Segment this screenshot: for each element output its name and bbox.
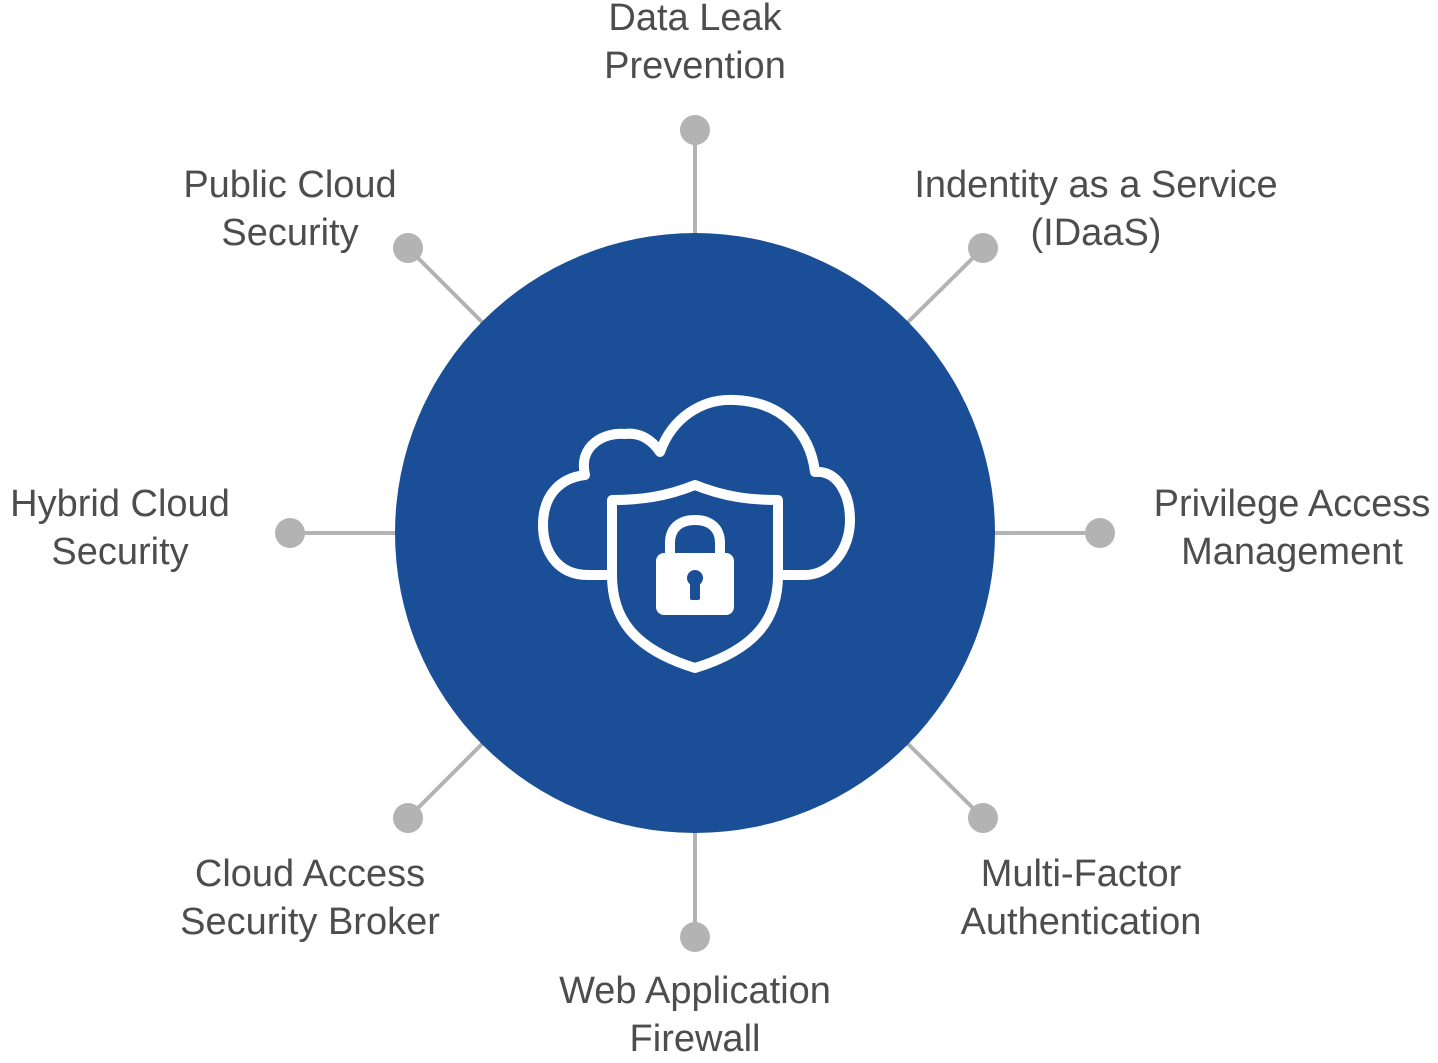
node-dot-data-leak-prevention <box>680 115 710 145</box>
connector-public-cloud-security <box>406 246 492 332</box>
label-line: Hybrid Cloud <box>10 483 230 525</box>
label-web-application-firewall: Web Application Firewall <box>535 967 855 1063</box>
label-idaas: Indentity as a Service (IDaaS) <box>886 161 1306 257</box>
label-hybrid-cloud-security: Hybrid Cloud Security <box>0 480 240 576</box>
label-line: Prevention <box>604 45 786 87</box>
lock-shackle-icon <box>665 515 725 560</box>
label-line: Web Application <box>559 970 831 1012</box>
label-line: Security Broker <box>180 901 440 943</box>
label-line: (IDaaS) <box>1030 212 1162 254</box>
node-dots <box>275 115 1115 952</box>
keyhole-slot-icon <box>690 580 700 600</box>
label-line: Public Cloud <box>183 164 397 206</box>
shield-icon <box>607 480 783 673</box>
label-line: Privilege Access <box>1153 483 1431 525</box>
connectors <box>290 130 1100 937</box>
node-dot-cloud-access-security-broker <box>393 803 423 833</box>
central-hub <box>395 233 995 833</box>
node-dot-multi-factor-authentication <box>968 803 998 833</box>
label-line: Authentication <box>960 901 1202 943</box>
label-line: Multi-Factor <box>980 853 1182 895</box>
label-line: Cloud Access <box>194 853 426 895</box>
cloud-shield-lock-icon <box>538 394 855 673</box>
node-dot-privilege-access-management <box>1085 518 1115 548</box>
label-privilege-access-management: Privilege Access Management <box>1142 480 1438 576</box>
connector-cloud-access-security-broker <box>406 734 492 820</box>
node-dot-idaas <box>968 233 998 263</box>
connector-multi-factor-authentication <box>898 734 985 820</box>
label-line: Management <box>1181 531 1403 573</box>
cloud-outline-icon <box>538 394 855 580</box>
label-line: Security <box>221 212 359 254</box>
node-dot-public-cloud-security <box>393 233 423 263</box>
label-cloud-access-security-broker: Cloud Access Security Broker <box>160 850 460 946</box>
label-multi-factor-authentication: Multi-Factor Authentication <box>931 850 1231 946</box>
node-dot-hybrid-cloud-security <box>275 518 305 548</box>
node-dot-web-application-firewall <box>680 922 710 952</box>
label-line: Data Leak <box>608 0 782 39</box>
connector-idaas <box>898 246 985 332</box>
label-public-cloud-security: Public Cloud Security <box>150 161 430 257</box>
label-line: Security <box>51 531 189 573</box>
label-line: Firewall <box>629 1018 761 1060</box>
label-data-leak-prevention: Data Leak Prevention <box>545 0 845 90</box>
label-line: Indentity as a Service <box>914 164 1278 206</box>
